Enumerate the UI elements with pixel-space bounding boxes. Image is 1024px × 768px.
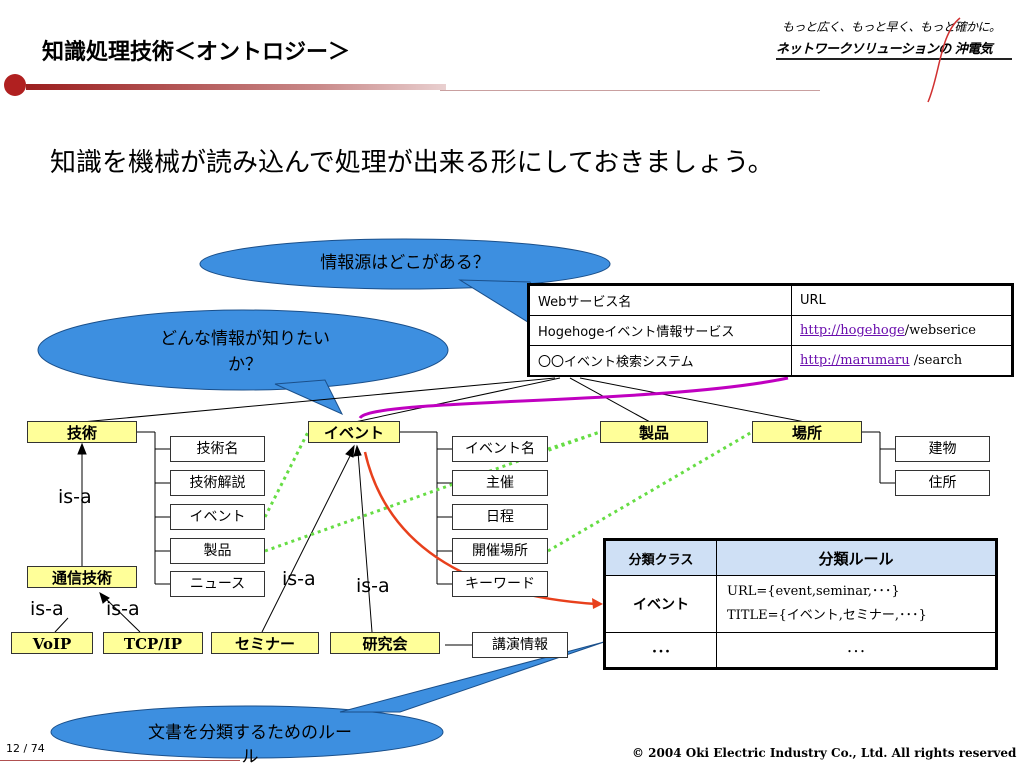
tech-attr-product: 製品 xyxy=(170,538,265,564)
table-row: 〇〇イベント検索システム http://marumaru /search xyxy=(529,345,1012,376)
red-curved-arrow xyxy=(363,451,597,606)
node-place: 場所 xyxy=(752,421,862,443)
service-table-arrows xyxy=(81,377,806,423)
event-attr-organizer: 主催 xyxy=(452,470,548,496)
svc-row1-url: http://hogehoge/webserice xyxy=(791,315,1012,346)
rules-row1-rule: URL={event,seminar,･･･} TITLE={イベント,セミナー… xyxy=(716,575,996,633)
rules-row1-class: イベント xyxy=(605,575,717,633)
tech-attr-name: 技術名 xyxy=(170,436,265,462)
node-tcpip: TCP/IP xyxy=(103,632,203,654)
title-rule xyxy=(26,84,446,90)
svc-row1-link[interactable]: http://hogehoge xyxy=(800,323,905,338)
page-number: 12 / 74 xyxy=(6,742,45,755)
svc-row1-path: /webserice xyxy=(904,323,976,338)
event-attr-date: 日程 xyxy=(452,504,548,530)
rules-header-class: 分類クラス xyxy=(605,540,717,576)
footer-rule xyxy=(0,760,240,761)
company-logo: ネットワークソリューションの 沖電気 xyxy=(776,42,993,57)
bubble-top-text: 情報源はどこがある？ xyxy=(320,253,490,273)
place-attr-bracket xyxy=(862,431,895,484)
node-seminar: セミナー xyxy=(211,632,319,654)
logo-tagline: もっと広く、もっと早く、もっと確かに。 xyxy=(782,20,1001,34)
event-attr-venue: 開催場所 xyxy=(452,538,548,564)
svc-row2-url: http://marumaru /search xyxy=(791,345,1012,376)
event-attr-bracket xyxy=(400,431,452,585)
isa-arrows xyxy=(54,442,472,646)
event-attr-keyword: キーワード xyxy=(452,571,548,597)
copyright-notice: © 2004 Oki Electric Industry Co., Ltd. A… xyxy=(632,746,1017,760)
place-attr-address: 住所 xyxy=(895,470,990,496)
isa-label-seminar: is-a xyxy=(282,568,316,590)
tech-attr-event: イベント xyxy=(170,504,265,530)
svc-row2-link[interactable]: http://marumaru xyxy=(800,353,910,368)
node-comm-tech: 通信技術 xyxy=(27,566,137,588)
node-voip: VoIP xyxy=(11,632,93,654)
svc-row2-name: 〇〇イベント検索システム xyxy=(529,345,792,376)
bubble-bottom-text-1: 文書を分類するためのルー xyxy=(148,723,352,743)
classification-rules-table: 分類クラス 分類ルール イベント URL={event,seminar,･･･}… xyxy=(603,538,998,670)
node-product: 製品 xyxy=(600,421,708,443)
svc-header-name: Webサービス名 xyxy=(529,285,792,316)
place-attr-building: 建物 xyxy=(895,436,990,462)
svc-row1-name: Hogehogeイベント情報サービス xyxy=(529,315,792,346)
table-row: 分類クラス 分類ルール xyxy=(605,540,996,576)
title-rule-thin xyxy=(440,90,820,91)
bubble-left-text-1: どんな情報が知りたい xyxy=(160,329,330,349)
web-service-table: Webサービス名 URL Hogehogeイベント情報サービス http://h… xyxy=(527,283,1014,377)
logo-swoosh-icon xyxy=(927,17,961,103)
isa-label-tcpip: is-a xyxy=(106,598,140,620)
slide-subtitle: 知識を機械が読み込んで処理が出来る形にしておきましょう。 xyxy=(50,148,774,178)
rules-row1-title: TITLE={イベント,セミナー,･･･} xyxy=(727,608,927,623)
tech-attr-desc: 技術解説 xyxy=(170,470,265,496)
event-attr-name: イベント名 xyxy=(452,436,548,462)
magenta-link xyxy=(358,376,789,420)
rules-row2-class: ･･･ xyxy=(605,632,717,668)
logo-underline xyxy=(776,58,1012,60)
node-lecture-info: 講演情報 xyxy=(472,632,568,658)
bubble-left-text-2: か？ xyxy=(228,355,262,375)
bubble-bottom xyxy=(50,641,605,759)
title-bullet-dot xyxy=(4,74,26,96)
node-event: イベント xyxy=(308,421,400,443)
tech-attr-bracket xyxy=(137,431,170,585)
node-study-group: 研究会 xyxy=(330,632,440,654)
isa-label-voip: is-a xyxy=(30,598,64,620)
isa-label-tech: is-a xyxy=(58,486,92,508)
tech-attr-news: ニュース xyxy=(170,571,265,597)
rules-row2-rule: ･･･ xyxy=(716,632,996,668)
red-arrow-head xyxy=(592,598,603,609)
table-row: Webサービス名 URL xyxy=(529,285,1012,316)
table-row: Hogehogeイベント情報サービス http://hogehoge/webse… xyxy=(529,315,1012,346)
node-tech: 技術 xyxy=(27,421,137,443)
isa-label-study: is-a xyxy=(356,575,390,597)
svc-row2-path: /search xyxy=(909,353,963,368)
table-row: ･･･ ･･･ xyxy=(605,632,996,668)
table-row: イベント URL={event,seminar,･･･} TITLE={イベント… xyxy=(605,575,996,633)
bubble-bottom-text-2: ル xyxy=(241,747,259,767)
svc-header-url: URL xyxy=(791,285,1012,316)
rules-row1-url: URL={event,seminar,･･･} xyxy=(727,584,900,599)
rules-header-rule: 分類ルール xyxy=(716,540,996,576)
page-title: 知識処理技術＜オントロジー＞ xyxy=(42,40,351,65)
bubble-left xyxy=(37,309,449,416)
